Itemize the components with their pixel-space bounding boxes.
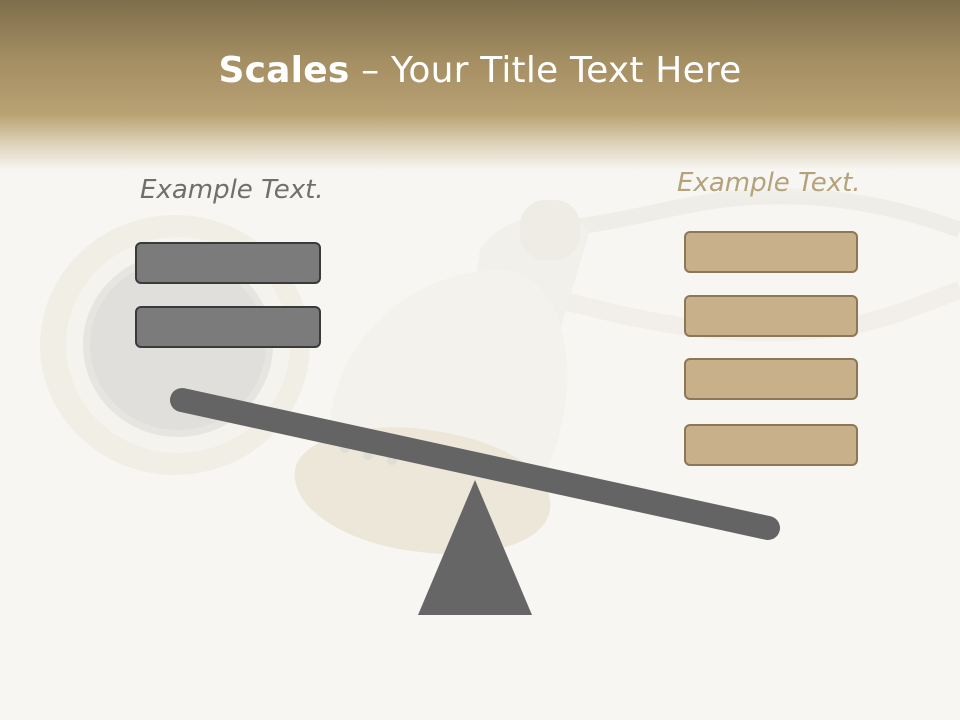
- left-box-1[interactable]: [135, 242, 321, 284]
- left-box-2[interactable]: [135, 306, 321, 348]
- left-example-label: Example Text.: [140, 175, 324, 205]
- right-box-4[interactable]: [684, 424, 858, 466]
- right-box-2[interactable]: [684, 295, 858, 337]
- title-rest: – Your Title Text Here: [349, 50, 742, 91]
- title-bold: Scales: [218, 50, 350, 91]
- slide-title: Scales – Your Title Text Here: [0, 50, 960, 91]
- right-box-3[interactable]: [684, 358, 858, 400]
- header-band: [0, 0, 960, 200]
- right-example-label: Example Text.: [677, 168, 861, 198]
- right-box-1[interactable]: [684, 231, 858, 273]
- scale-fulcrum: [418, 480, 532, 615]
- scale-beam: [170, 388, 780, 540]
